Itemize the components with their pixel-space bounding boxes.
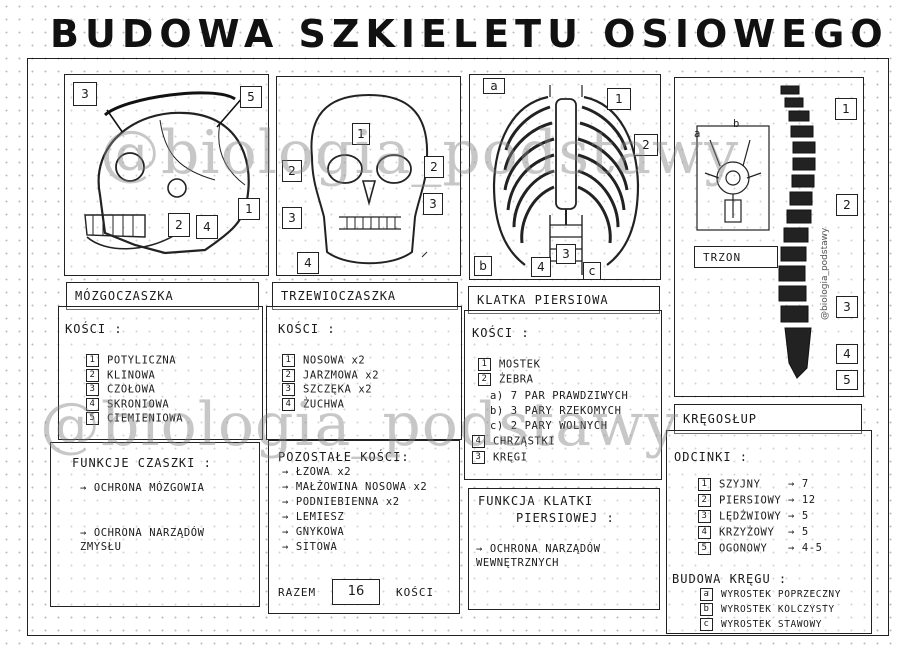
skull-side-panel (64, 74, 269, 276)
total-value: 16 (332, 579, 380, 605)
ribcage-tag-1: 1 (607, 88, 631, 110)
skull-front-tag-3-left: 3 (282, 207, 302, 229)
skull-front-tag-4: 4 (297, 252, 319, 274)
skull-side-tag-1: 1 (238, 198, 260, 220)
viscerocranium-header: TRZEWIOCZASZKA (272, 282, 458, 310)
ribcage-tag-3: 3 (556, 244, 576, 264)
page-title: BUDOWA SZKIELETU OSIOWEGO (50, 12, 889, 56)
skull-side-tag-5: 5 (240, 86, 262, 108)
spine-drawing (696, 85, 816, 379)
ribcage-function-item: → OCHRONA NARZĄDÓW WEWNĘTRZNYCH (476, 543, 601, 569)
watermark-bottom: @biologia_podstawy (40, 390, 680, 460)
rib-type-a: a) 7 PAR PRAWDZIWYCH (490, 390, 629, 402)
neurocranium-bones-panel (58, 306, 263, 440)
ribcage-tag-b: b (474, 256, 492, 276)
rib-type-c: c) 2 PARY WOLNYCH (490, 420, 608, 432)
vertebra-letter-b: b (733, 118, 740, 130)
ribcage-tag-2: 2 (634, 134, 658, 156)
list-item: → MAŁŻOWINA NOSOWA x2 (282, 481, 428, 493)
vertebra-letter-a: a (694, 128, 701, 140)
skull-front-tag-3-right: 3 (423, 193, 443, 215)
ribcage-drawing (492, 85, 640, 275)
ribcage-header: KLATKA PIERSIOWA (468, 286, 660, 314)
spine-header: KRĘGOSŁUP (674, 404, 862, 434)
spine-tag-2: 2 (836, 194, 858, 216)
spine-tag-5: 5 (836, 370, 858, 390)
total-suffix: KOŚCI (396, 586, 435, 599)
viscerocranium-bones-title: KOŚCI : (278, 322, 336, 336)
skull-side-tag-2: 2 (168, 213, 190, 237)
skull-function-1: → OCHRONA MÓZGOWIA (80, 482, 205, 494)
ribcage-function-panel (468, 488, 660, 610)
skull-front-drawing (306, 93, 429, 265)
skull-side-drawing (84, 91, 250, 255)
spine-tag-3: 3 (836, 296, 858, 318)
ribcage-function-title-2: PIERSIOWEJ : (516, 511, 615, 525)
ribcage-bones-panel (464, 310, 662, 480)
vertebra-body-label: TRZON (694, 246, 778, 268)
ribcage-tag-c: c (583, 262, 601, 280)
ribcage-bones-title: KOŚCI : (472, 326, 530, 340)
skull-front-tag-2-right: 2 (424, 156, 444, 178)
other-bones-title: POZOSTAŁE KOŚCI: (278, 450, 410, 464)
ribcage-tag-4: 4 (531, 257, 551, 277)
other-bones-list: → ŁZOWA x2 → MAŁŻOWINA NOSOWA x2 → PODNI… (282, 466, 427, 556)
list-item: → ŁZOWA x2 (282, 466, 352, 478)
total-prefix: RAZEM (278, 586, 317, 599)
neurocranium-bones-title: KOŚCI : (65, 322, 123, 336)
list-item: → PODNIEBIENNA x2 (282, 496, 400, 508)
skull-front-tag-1: 1 (352, 123, 370, 145)
ribcage-function-title-1: FUNKCJA KLATKI (478, 494, 594, 508)
watermark-top: @biologia_podstawy (100, 118, 740, 188)
skull-side-tag-3: 3 (73, 82, 97, 106)
skull-functions-panel (50, 442, 260, 607)
list-item: → LEMIESZ (282, 511, 345, 523)
rib-type-b: b) 3 PARY RZEKOMYCH (490, 405, 622, 417)
viscerocranium-bones-panel (266, 306, 462, 440)
spine-sections-title: ODCINKI : (674, 450, 749, 464)
skull-function-2: → OCHRONA NARZĄDÓW ZMYSŁU (80, 527, 205, 553)
skull-front-tag-2-left: 2 (282, 160, 302, 182)
page-frame (27, 58, 889, 636)
side-watermark: @biologia_podstawy (820, 227, 830, 320)
skull-side-tag-4: 4 (196, 215, 218, 239)
spine-tag-1: 1 (835, 98, 857, 120)
spine-panel (674, 77, 864, 397)
neurocranium-header: MÓZGOCZASZKA (66, 282, 259, 310)
skull-functions-title: FUNKCJE CZASZKI : (72, 456, 212, 470)
list-item: → SITOWA (282, 541, 338, 553)
spine-tag-4: 4 (836, 344, 858, 364)
vertebra-structure-title: BUDOWA KRĘGU : (672, 572, 788, 586)
ribcage-tag-a: a (483, 78, 505, 94)
list-item: → GNYKOWA (282, 526, 345, 538)
